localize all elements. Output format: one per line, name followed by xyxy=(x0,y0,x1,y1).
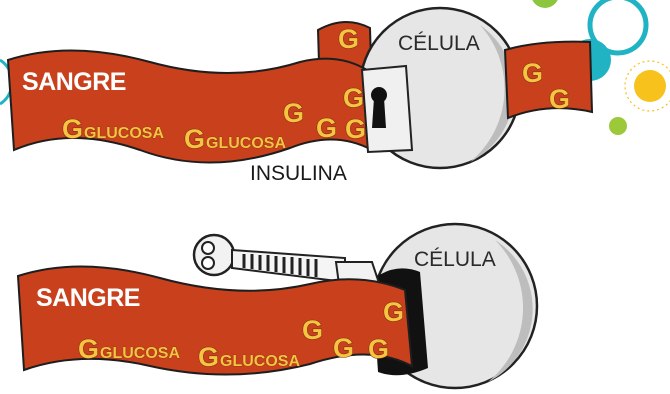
glucose-g: G xyxy=(343,83,364,113)
glucose-g: G xyxy=(368,334,389,364)
glucose-g: G xyxy=(184,124,205,154)
glucose-g: G xyxy=(345,114,366,144)
glucose-g: G xyxy=(338,24,359,54)
glucose-label: GLUCOSA xyxy=(100,345,180,362)
glucose-g: G xyxy=(316,113,337,143)
key-icon xyxy=(194,235,345,282)
insulin-label: INSULINA xyxy=(250,162,347,185)
keyhole-icon xyxy=(371,87,387,128)
top-lock-plate xyxy=(362,66,412,152)
glucose-g: G xyxy=(62,114,83,144)
glucose-g: G xyxy=(383,297,404,327)
glucose-g: G xyxy=(302,315,323,345)
bottom-blood-label: SANGRE xyxy=(36,284,140,312)
glucose-label: GLUCOSA xyxy=(206,135,286,152)
bottom-panel: SANGRE CÉLULA G GLUCOSA G GLUCOSA G G G … xyxy=(18,224,537,388)
decor-lime-circle xyxy=(609,117,627,135)
glucose-g: G xyxy=(549,84,570,114)
glucose-g: G xyxy=(78,334,99,364)
top-cell-label: CÉLULA xyxy=(398,32,480,55)
top-blood-label: SANGRE xyxy=(22,68,126,96)
bottom-cell-label: CÉLULA xyxy=(414,248,496,271)
glucose-g: G xyxy=(198,342,219,372)
glucose-g: G xyxy=(333,333,354,363)
glucose-g: G xyxy=(283,98,304,128)
top-panel: SANGRE CÉLULA G GLUCOSA G GLUCOSA G G G … xyxy=(8,8,592,185)
decor-green-circle xyxy=(531,0,559,8)
decor-yellow-circle xyxy=(634,70,666,102)
glucose-g: G xyxy=(522,58,543,88)
glucose-label: GLUCOSA xyxy=(84,125,164,142)
glucose-label: GLUCOSA xyxy=(220,353,300,370)
